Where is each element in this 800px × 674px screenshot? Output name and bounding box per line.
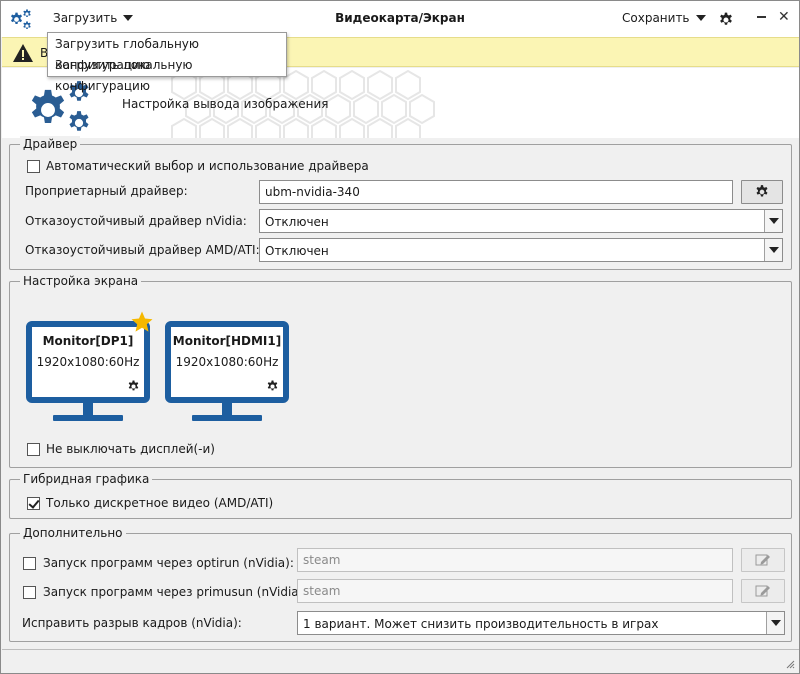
auto-driver-checkbox[interactable] [27, 160, 40, 173]
optirun-edit-button[interactable] [741, 548, 785, 572]
pencil-icon [755, 554, 770, 566]
primary-star-icon [131, 311, 153, 332]
screen-group: Настройка экрана Monitor[DP1] 1920x1080:… [9, 273, 792, 468]
load-menu-label: Загрузить [53, 11, 118, 25]
gear-icon [756, 185, 768, 197]
driver-group-title: Драйвер [20, 136, 81, 152]
monitor-resolution: 1920x1080:60Hz [175, 355, 279, 369]
close-icon[interactable]: ✕ [778, 9, 790, 25]
monitor-base [192, 415, 262, 421]
chevron-down-icon[interactable] [766, 612, 784, 634]
resize-grip-icon[interactable] [785, 659, 795, 669]
proprietary-driver-settings-button[interactable] [741, 180, 783, 204]
keep-display-on-label: Не выключать дисплей(-и) [46, 442, 215, 456]
keep-display-on-checkbox[interactable] [27, 443, 40, 456]
chevron-down-icon [123, 15, 134, 21]
monitor-screen: Monitor[HDMI1] 1920x1080:60Hz [165, 321, 289, 403]
settings-gear-icon[interactable] [718, 12, 734, 28]
warning-text: В [40, 46, 49, 60]
save-menu[interactable]: Сохранить [622, 11, 706, 25]
proprietary-driver-input[interactable]: ubm-nvidia-340 [259, 180, 733, 204]
primusun-edit-button[interactable] [741, 579, 785, 603]
monitor-dp1[interactable]: Monitor[DP1] 1920x1080:60Hz [26, 321, 150, 425]
chevron-down-icon [695, 15, 706, 21]
nvidia-failsafe-select[interactable]: Отключен [259, 209, 783, 233]
app-gears-icon [11, 9, 31, 29]
extra-group: Дополнительно Запуск программ через opti… [9, 525, 792, 642]
load-dropdown-menu: Загрузить глобальную конфигурацию Загруз… [47, 32, 287, 93]
auto-driver-label: Автоматический выбор и использование дра… [46, 159, 369, 173]
monitor-hdmi1[interactable]: Monitor[HDMI1] 1920x1080:60Hz [165, 321, 289, 425]
menu-item-load-local[interactable]: Загрузить локальную конфигурацию [55, 58, 193, 93]
monitor-stand [222, 403, 232, 415]
primusun-input[interactable]: steam [297, 579, 733, 603]
status-bar [2, 649, 799, 673]
monitor-settings-gear-icon[interactable] [266, 380, 279, 393]
tearing-fix-label: Исправить разрыв кадров (nVidia): [22, 616, 242, 630]
monitor-screen: Monitor[DP1] 1920x1080:60Hz [26, 321, 150, 403]
primusun-label: Запуск программ через primusun (nVidia): [43, 585, 308, 599]
primusun-checkbox[interactable] [23, 586, 36, 599]
warning-icon [13, 44, 33, 62]
tearing-fix-value: 1 вариант. Может снизить производительно… [303, 617, 659, 631]
pencil-icon [755, 585, 770, 597]
load-menu[interactable]: Загрузить [53, 11, 134, 25]
nvidia-failsafe-label: Отказоустойчивый драйвер nVidia: [25, 214, 247, 228]
driver-group: Драйвер Автоматический выбор и использов… [9, 136, 792, 270]
page-header: Настройка вывода изображения [2, 68, 799, 138]
discrete-only-label: Только дискретное видео (AMD/ATI) [46, 496, 274, 510]
optirun-label: Запуск программ через optirun (nVidia): [43, 556, 294, 570]
monitor-name: Monitor[HDMI1] [172, 334, 282, 348]
save-menu-label: Сохранить [622, 11, 690, 25]
amd-failsafe-label: Отказоустойчивый драйвер AMD/ATI: [25, 243, 260, 257]
screen-group-title: Настройка экрана [20, 273, 142, 289]
extra-group-title: Дополнительно [20, 525, 126, 541]
hybrid-graphics-group: Гибридная графика Только дискретное виде… [9, 471, 792, 519]
monitor-settings-gear-icon[interactable] [127, 380, 140, 393]
minimize-button[interactable] [755, 5, 769, 25]
proprietary-driver-label: Проприетарный драйвер: [25, 184, 188, 198]
page-title: Настройка вывода изображения [122, 97, 329, 111]
hybrid-group-title: Гибридная графика [20, 471, 153, 487]
tearing-fix-select[interactable]: 1 вариант. Может снизить производительно… [297, 611, 785, 635]
chevron-down-icon[interactable] [764, 210, 782, 232]
monitor-resolution: 1920x1080:60Hz [36, 355, 140, 369]
monitor-name: Monitor[DP1] [42, 334, 134, 348]
monitor-base [53, 415, 123, 421]
chevron-down-icon[interactable] [764, 239, 782, 261]
nvidia-failsafe-value: Отключен [265, 215, 329, 229]
optirun-checkbox[interactable] [23, 557, 36, 570]
amd-failsafe-value: Отключен [265, 244, 329, 258]
amd-failsafe-select[interactable]: Отключен [259, 238, 783, 262]
discrete-only-checkbox[interactable] [27, 497, 40, 510]
monitor-stand [83, 403, 93, 415]
optirun-input[interactable]: steam [297, 548, 733, 572]
menu-item-load-global[interactable]: Загрузить глобальную конфигурацию [55, 37, 199, 72]
hexagon-pattern-background [171, 69, 435, 138]
